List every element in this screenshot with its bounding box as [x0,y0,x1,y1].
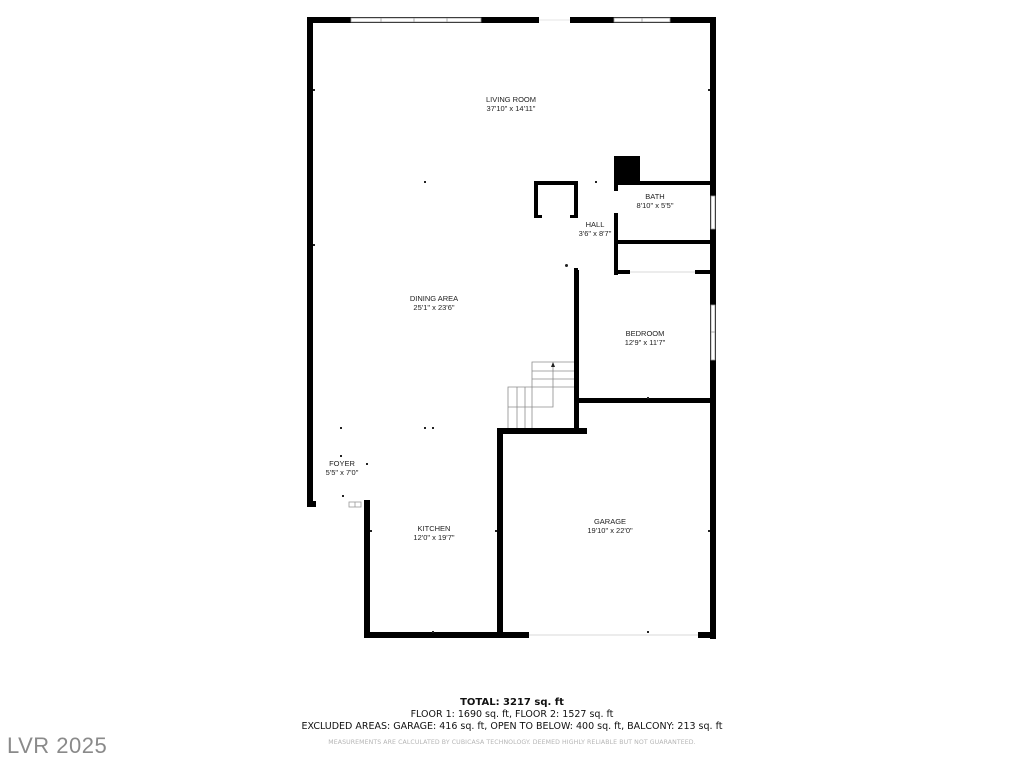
excluded-areas: EXCLUDED AREAS: GARAGE: 416 sq. ft, OPEN… [301,721,723,732]
room-label-living-room: LIVING ROOM 37'10" x 14'11" [486,95,536,113]
room-label-hall: HALL 3'6" x 8'7" [579,220,612,238]
room-name: HALL [585,220,605,229]
room-label-bedroom: BEDROOM 12'9" x 11'7" [625,329,666,347]
room-dimensions: 3'6" x 8'7" [578,229,612,238]
room-label-dining-area: DINING AREA 25'1" x 23'6" [410,294,458,312]
room-name: DINING AREA [409,294,459,303]
total-area: TOTAL: 3217 sq. ft [460,697,564,708]
room-label-foyer: FOYER 5'5" x 7'0" [326,459,359,477]
room-dimensions: 12'9" x 11'7" [624,338,666,347]
room-name: KITCHEN [417,524,451,533]
stairs [507,361,574,428]
watermark: LVR 2025 [7,733,108,758]
room-dimensions: 8'10" x 5'5" [636,201,674,210]
measurement-disclaimer: MEASUREMENTS ARE CALCULATED BY CUBICASA … [328,739,696,746]
room-name: GARAGE [593,517,627,526]
room-label-kitchen: KITCHEN 12'0" x 19'7" [413,524,454,542]
room-dimensions: 25'1" x 23'6" [413,303,455,312]
area-summary: TOTAL: 3217 sq. ft FLOOR 1: 1690 sq. ft,… [0,697,1024,746]
floor-plan [307,17,716,639]
room-dimensions: 5'5" x 7'0" [325,468,359,477]
room-label-garage: GARAGE 19'10" x 22'0" [587,517,632,535]
measurement-ticks [313,89,710,633]
room-name: BATH [645,192,665,201]
room-dimensions: 19'10" x 22'0" [587,526,633,535]
room-dimensions: 12'0" x 19'7" [413,533,455,542]
room-name: FOYER [329,459,355,468]
room-label-bath: BATH 8'10" x 5'5" [637,192,674,210]
windows [348,17,716,636]
floor-areas: FLOOR 1: 1690 sq. ft, FLOOR 2: 1527 sq. … [410,709,614,720]
room-name: LIVING ROOM [485,95,537,104]
room-name: BEDROOM [625,329,665,338]
room-dimensions: 37'10" x 14'11" [486,104,536,113]
